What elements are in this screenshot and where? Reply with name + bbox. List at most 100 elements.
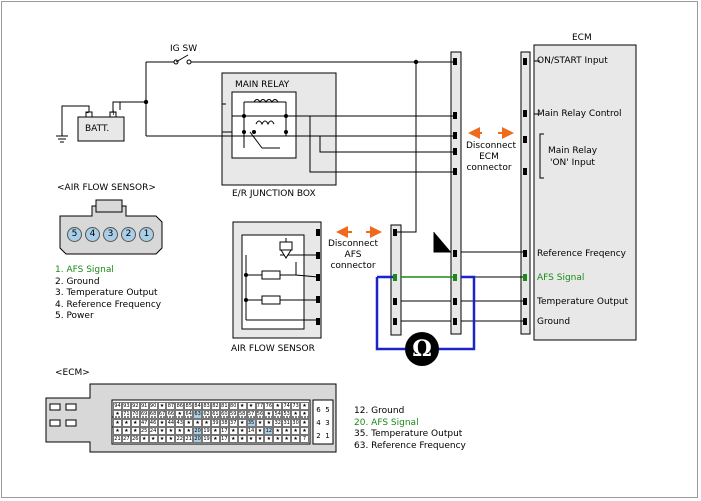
ecm-pin: ★ — [139, 435, 149, 443]
ecm-pin: 93 — [121, 402, 131, 410]
ecm-pin: 19 — [202, 427, 211, 435]
ecm-title: ECM — [572, 33, 592, 43]
ecm-pin: ★ — [264, 419, 274, 427]
ecm-pin: 90 — [148, 402, 158, 410]
ecm-pin: ★ — [282, 435, 292, 443]
ecm-pin: ★ — [282, 427, 292, 435]
ecm-pin: 17 — [219, 435, 229, 443]
ecm-pin: ★ — [121, 427, 131, 435]
ecm-reference-frequency: Reference Freqency — [537, 249, 626, 259]
ecm-pin: 66 — [166, 410, 176, 419]
ecm-pin: 20 — [193, 435, 203, 443]
ecm-pin: ★ — [148, 435, 158, 443]
junction-box-label: E/R JUNCTION BOX — [232, 189, 316, 199]
battery — [77, 116, 125, 142]
afs-pin: 4 — [85, 227, 100, 242]
ecm-pin: 19 — [202, 435, 211, 443]
ecm-pin: 85 — [184, 402, 194, 410]
ig-switch-label: IG SW — [170, 44, 198, 54]
ecm-pin: 20 — [193, 427, 203, 435]
main-relay — [231, 91, 297, 159]
ecm-pin: 77 — [255, 402, 265, 410]
ecm-pin: 92 — [130, 402, 140, 410]
ecm-main-relay-on-2: 'ON' Input — [550, 158, 595, 168]
ecm-pin: 94 — [113, 402, 122, 410]
ecm-pin: ★ — [210, 427, 220, 435]
ecm-pin: ★ — [193, 419, 203, 427]
ecm-pin: 25 — [139, 427, 149, 435]
ecm-pin: ★ — [175, 410, 185, 419]
ecm-pin: ★ — [291, 427, 301, 435]
meter-loop — [375, 275, 476, 351]
disconnect-afs-note: Disconnect AFS connector — [327, 239, 379, 272]
ecm-pin: ★ — [157, 419, 167, 427]
ecm-pin: ★ — [202, 419, 211, 427]
ecm-pin: ★ — [157, 402, 167, 410]
ecm-pin: 76 — [264, 402, 274, 410]
ecm-pin: ★ — [166, 435, 176, 443]
ecm-pin: ★ — [273, 402, 283, 410]
ecm-pin: 44 — [166, 419, 176, 427]
ecm-pin: ★ — [113, 410, 122, 419]
ecm-pin: 62 — [202, 410, 211, 419]
ecm-pin: 32 — [273, 419, 283, 427]
ecm-pin: ★ — [175, 427, 185, 435]
ecm-pin: 21 — [113, 435, 122, 443]
ecm-afs-signal: AFS Signal — [537, 273, 585, 283]
ecm-pin: 27 — [121, 435, 131, 443]
ecm-pin: ★ — [237, 427, 247, 435]
ecm-pin: 63 — [193, 410, 203, 419]
ecm-pin: ★ — [300, 427, 309, 435]
ecm-legend-2: 20. AFS Signal — [354, 417, 419, 428]
ecm-main-relay-control: Main Relay Control — [537, 109, 622, 119]
ecm-pin: ★ — [237, 419, 247, 427]
ecm-pin: 47 — [139, 419, 149, 427]
afs-legend-4: 4. Reference Frequency — [55, 299, 162, 310]
afs-legend-1: 1. AFS Signal — [55, 265, 114, 275]
ecm-pin: 21 — [184, 435, 194, 443]
ecm-pin: ★ — [121, 419, 131, 427]
ecm-pin: ★ — [228, 427, 238, 435]
battery-minus: - — [86, 108, 89, 117]
ecm-pin: ★ — [184, 427, 194, 435]
ecm-pin: 12 — [264, 427, 274, 435]
ecm-pin: ★ — [264, 435, 274, 443]
ecm-pin: 68 — [148, 410, 158, 419]
ecm-pin: ★ — [113, 427, 122, 435]
afs-internal — [241, 234, 305, 330]
ecm-right-pin: 3 — [325, 419, 330, 427]
ecm-on-start-input: ON/START Input — [537, 56, 608, 66]
afs-pin: 5 — [67, 227, 82, 242]
ecm-pin: 87 — [166, 402, 176, 410]
ecm-pin: 64 — [184, 410, 194, 419]
ecm-legend-3: 35. Temperature Output — [354, 429, 463, 439]
ecm-pin: 24 — [148, 427, 158, 435]
ecm-pin: ★ — [157, 435, 167, 443]
ecm-pin: ★ — [255, 435, 265, 443]
ecm-pin: ★ — [255, 419, 265, 427]
afs-pin: 2 — [121, 227, 136, 242]
ecm-pin: 43 — [175, 419, 185, 427]
ohmmeter-icon: Ω — [405, 332, 439, 366]
ecm-connector-strip — [520, 51, 531, 335]
ecm-pin: 38 — [219, 419, 229, 427]
ecm-pin: 35 — [246, 419, 256, 427]
ecm-pin: 81 — [219, 402, 229, 410]
ecm-temperature-output: Temperature Output — [537, 297, 629, 307]
ecm-pin: 46 — [148, 419, 158, 427]
disconnect-afs-line1: Disconnect — [328, 239, 378, 249]
ecm-pin: ★ — [210, 435, 220, 443]
disconnect-afs-line3: connector — [330, 261, 376, 271]
ecm-pin: 39 — [210, 419, 220, 427]
ecm-pin: 59 — [228, 410, 238, 419]
ecm-right-pin: 5 — [325, 406, 330, 414]
ecm-pin: 91 — [139, 402, 149, 410]
ecm-pin: ★ — [166, 427, 176, 435]
